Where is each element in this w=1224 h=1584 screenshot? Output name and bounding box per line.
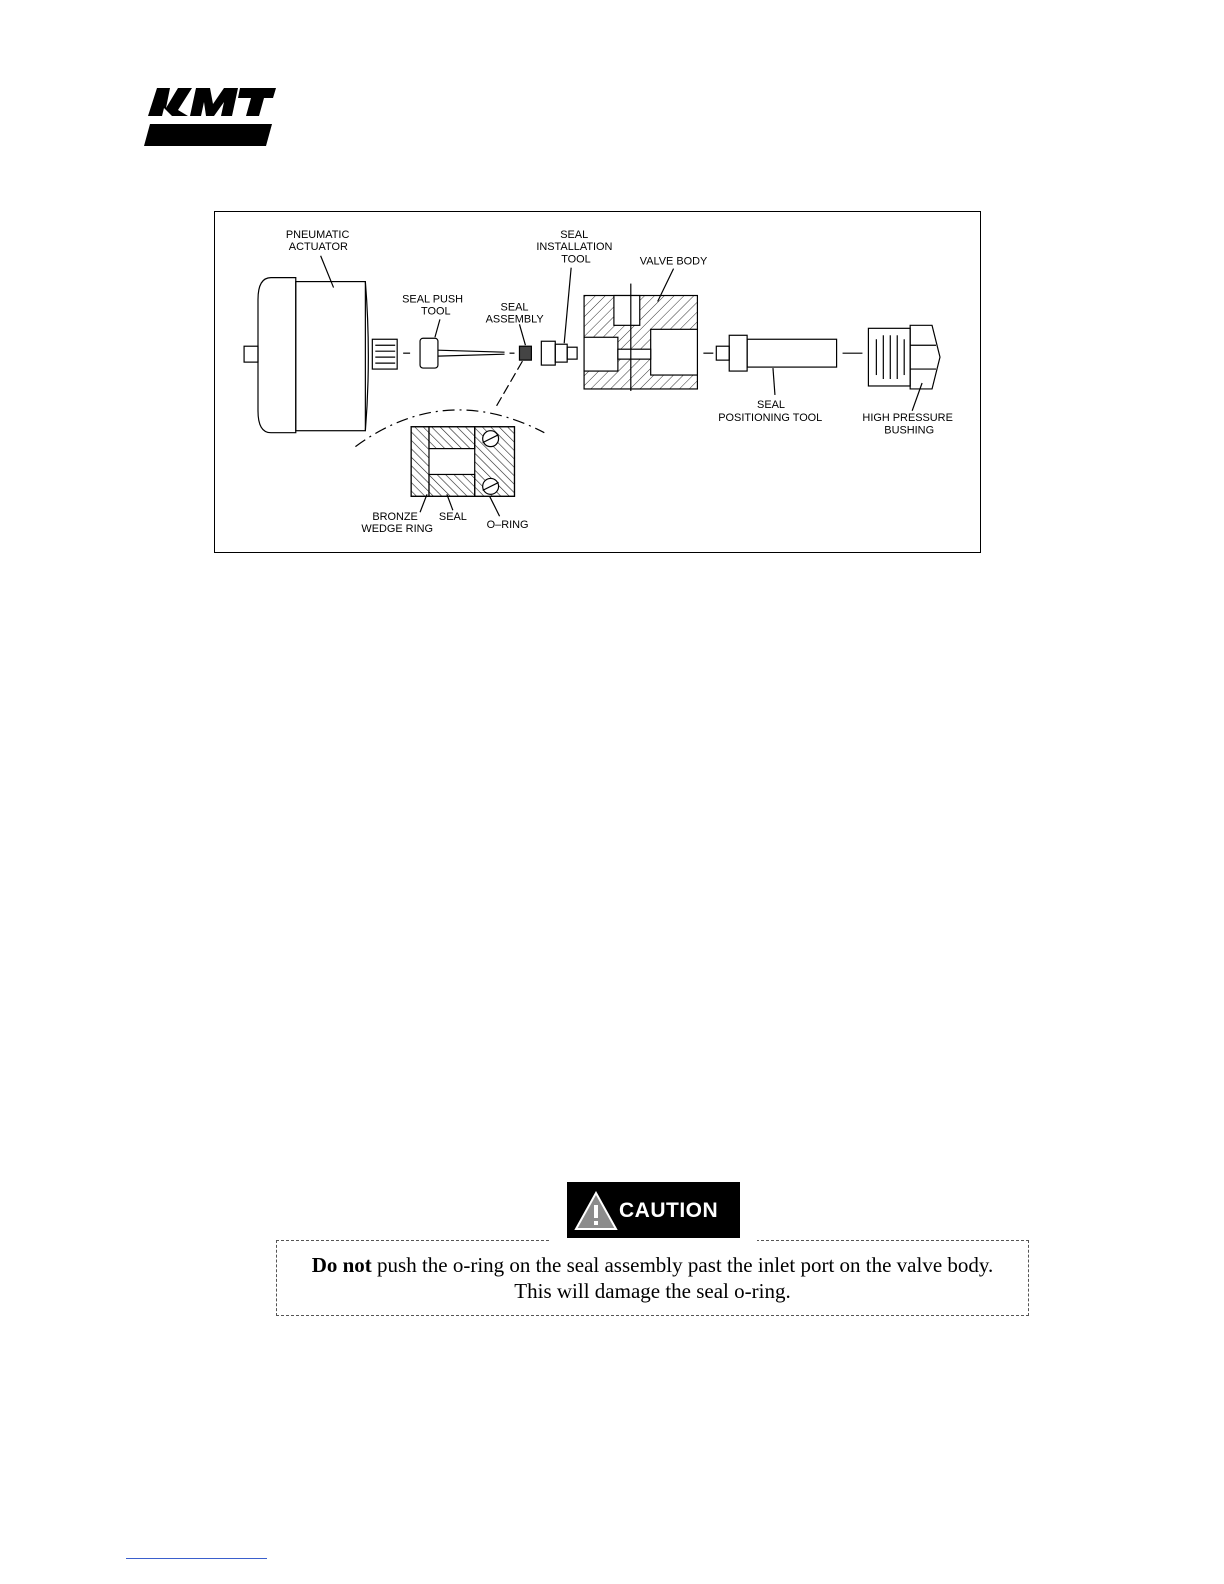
label-seal-push-tool-1: SEAL PUSH	[402, 293, 463, 305]
label-valve-body: VALVE BODY	[640, 256, 708, 268]
caution-message: Do not push the o-ring on the seal assem…	[276, 1240, 1029, 1316]
label-seal-assembly-2: ASSEMBLY	[486, 313, 545, 325]
label-seal: SEAL	[439, 511, 467, 523]
seal-installation-diagram: PNEUMATIC ACTUATOR SEAL PUSH TOOL SEAL A…	[214, 211, 981, 553]
label-pneumatic-actuator-2: ACTUATOR	[289, 241, 348, 253]
label-seal-assembly-1: SEAL	[501, 301, 529, 313]
label-high-pressure-bushing-1: HIGH PRESSURE	[862, 412, 952, 424]
kmt-logo	[140, 80, 282, 154]
label-o-ring: O–RING	[487, 519, 529, 531]
caution-line-1: Do not push the o-ring on the seal assem…	[277, 1252, 1028, 1278]
caution-label: CAUTION	[619, 1199, 718, 1223]
warning-triangle-icon	[567, 1182, 625, 1240]
label-bronze-wedge-ring-1: BRONZE	[372, 511, 418, 523]
caution-line-1-rest: push the o-ring on the seal assembly pas…	[372, 1253, 994, 1277]
label-seal-installation-tool-3: TOOL	[561, 254, 591, 266]
footer-rule	[126, 1558, 267, 1559]
caution-line-2: This will damage the seal o-ring.	[277, 1278, 1028, 1304]
label-seal-push-tool-2: TOOL	[421, 305, 451, 317]
label-pneumatic-actuator-1: PNEUMATIC	[286, 229, 350, 241]
label-seal-positioning-tool-1: SEAL	[757, 399, 785, 411]
label-seal-installation-tool-1: SEAL	[560, 229, 588, 241]
label-seal-positioning-tool-2: POSITIONING TOOL	[718, 412, 822, 424]
label-seal-installation-tool-2: INSTALLATION	[536, 241, 612, 253]
caution-emphasis: Do not	[312, 1253, 372, 1277]
label-bronze-wedge-ring-2: WEDGE RING	[361, 523, 433, 535]
label-high-pressure-bushing-2: BUSHING	[884, 425, 934, 437]
caution-badge: CAUTION	[567, 1182, 740, 1240]
